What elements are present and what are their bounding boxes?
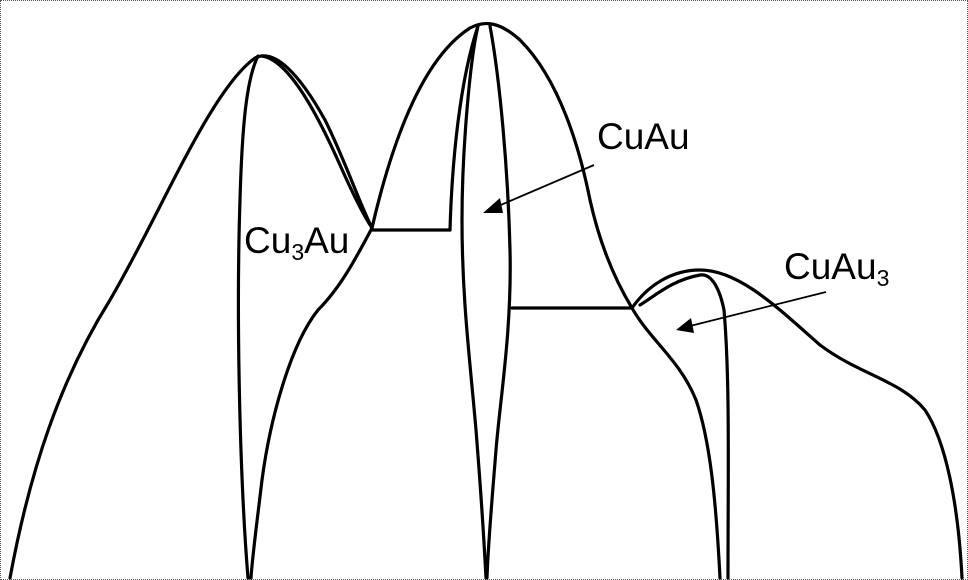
cuau-arrow-head: [483, 198, 503, 213]
label-cuau: CuAu: [597, 116, 690, 157]
cu3au-right-boundary-upper: [260, 54, 374, 230]
cuau-right-boundary: [485, 24, 512, 580]
label-cuau3: CuAu3: [784, 246, 890, 291]
cuau3-left-boundary: [630, 306, 722, 580]
label-cu3au: Cu3Au: [244, 220, 350, 265]
cuau-arrow-line: [495, 164, 595, 208]
cu3au-left-boundary: [236, 54, 260, 580]
outer-left-boundary: [8, 54, 374, 580]
cu3au-right-boundary-lower: [249, 226, 374, 580]
cuau3-upper-boundary: [630, 268, 964, 580]
cuau3-inner-upper: [638, 273, 730, 580]
cuau3-arrow-head: [676, 318, 694, 333]
cuau3-arrow-line: [689, 291, 827, 327]
outer-middle-boundary: [370, 21, 634, 310]
cuau-left-boundary: [448, 24, 488, 580]
